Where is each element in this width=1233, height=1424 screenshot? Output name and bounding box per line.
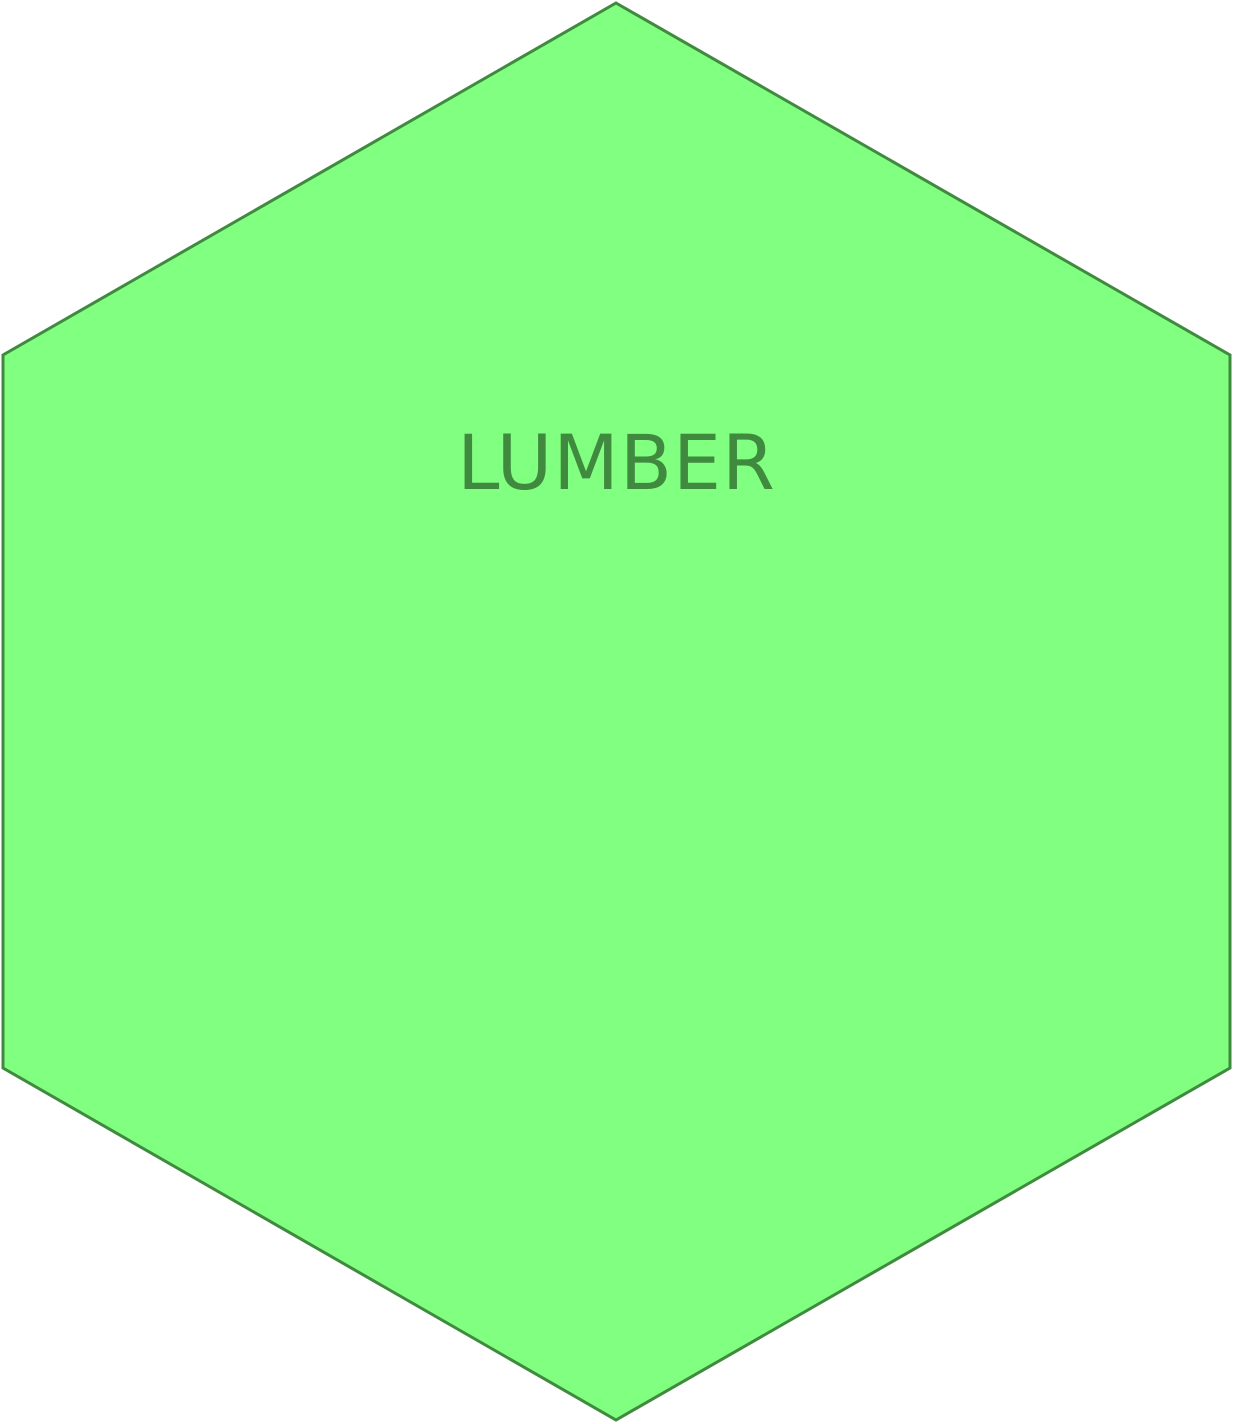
tile-resource-label: LUMBER bbox=[457, 418, 776, 507]
